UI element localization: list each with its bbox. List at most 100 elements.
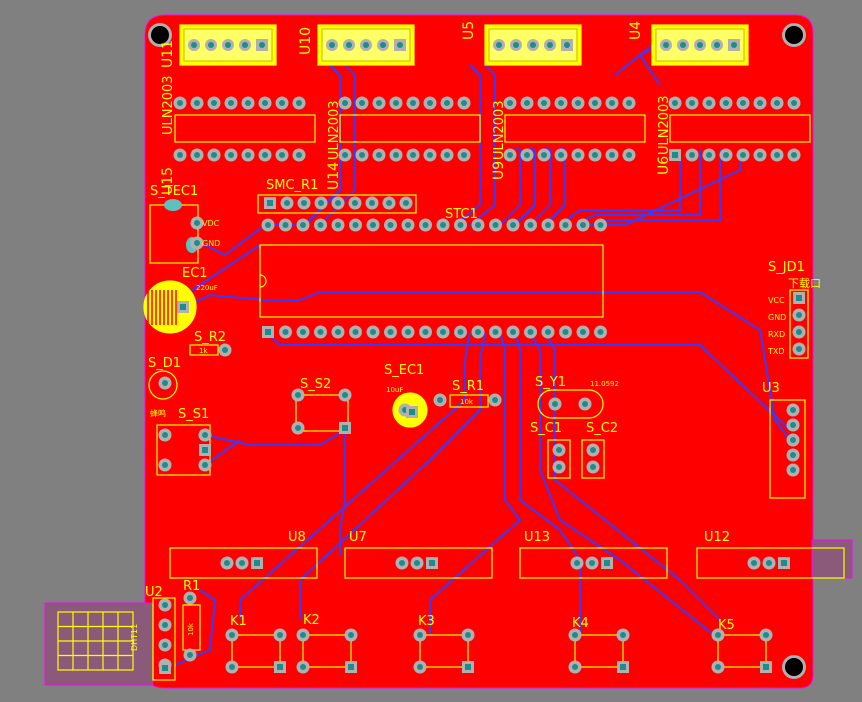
uln-d-pin-bottom-hole [723, 152, 729, 158]
stc1-pin-top-hole [422, 222, 429, 228]
smc-r1-pin-hole [352, 200, 358, 206]
smc-r1-pin-hole [318, 200, 324, 206]
u7-pin-hole [399, 560, 405, 566]
s-c1-pin-2-hole [556, 464, 562, 470]
uln-d-pin-bottom-hole [740, 152, 746, 158]
label-r1_val: 10k [187, 622, 195, 636]
uln-a-pin-top-hole [296, 100, 302, 106]
k2-pin-hole [300, 632, 306, 638]
label-u8: U8 [288, 530, 306, 545]
uln-a-pin-top-hole [245, 100, 251, 106]
s-d1-pin-hole [162, 380, 168, 386]
u4-pin-hole [663, 42, 669, 48]
k1-pin-hole [277, 664, 283, 670]
trace-8 [559, 150, 681, 226]
u3-pin-hole [790, 422, 796, 428]
uln-c-pin-top-hole [541, 100, 547, 106]
label-u4: U4 [628, 21, 644, 40]
r1-pin-hole [187, 595, 193, 601]
uln-b-pin-bottom-hole [410, 152, 416, 158]
u5-pin-hole [547, 42, 553, 48]
label-uln_b: ULN2003 [327, 100, 342, 160]
trace-25 [204, 429, 346, 446]
k4-pin-hole [572, 632, 578, 638]
u11-pin-hole [191, 42, 197, 48]
u11-pin-hole [225, 42, 231, 48]
stc1-pin-top-hole [405, 222, 411, 228]
uln-a-pin-bottom-hole [194, 152, 200, 158]
uln-c-pin-bottom-hole [626, 152, 632, 158]
k5-pin-hole [763, 632, 769, 638]
uln-b-pin-top-hole [393, 100, 399, 106]
s-tec1-pin-4-hole [194, 240, 200, 246]
stc1-pin-top-hole [317, 222, 324, 228]
u11-pin-hole [259, 42, 265, 48]
k1-pin-hole [277, 632, 283, 638]
s-c2-pin-hole [590, 447, 596, 453]
s-jd1-pin-hole [796, 329, 802, 335]
stc1-notch [259, 274, 267, 288]
stc1-pin-top-hole [387, 222, 394, 228]
label-k1: K1 [230, 614, 247, 629]
stc1-pin-bottom-hole [492, 329, 499, 335]
uln-b-pin-top-hole [342, 100, 348, 106]
label-k4: K4 [572, 616, 589, 631]
u3-pin-hole [790, 467, 796, 473]
u2-pin-hole [162, 642, 168, 648]
uln-d-pin-top-hole [689, 100, 695, 106]
s-c2-pin-2-hole [590, 464, 596, 470]
uln-c-pin-top-hole [507, 100, 513, 106]
s-jd1-outline [789, 289, 809, 359]
uln-d-pin-bottom-hole [706, 152, 712, 158]
uln-a-pin-top-hole [279, 100, 285, 106]
u11-pin-hole [242, 42, 248, 48]
uln-a-pin-bottom-hole [245, 152, 251, 158]
s-c1-pin-hole [556, 447, 562, 453]
stc1-pin-top-hole [510, 222, 516, 228]
s-y1-pin-1-hole [552, 401, 558, 407]
u5-pin-hole [496, 42, 502, 48]
label-s_s2: S_S2 [300, 377, 331, 392]
stc1-pin-bottom-hole [422, 329, 429, 335]
uln-d-pin-bottom-hole [774, 152, 780, 158]
uln-b-outline [339, 114, 481, 143]
pcb-board [144, 14, 814, 689]
s-jd1-pin-hole [796, 312, 802, 318]
trace-23 [544, 332, 721, 621]
k5-pin-hole [763, 664, 769, 670]
stc1-pin-bottom-hole [440, 329, 446, 335]
label-uln_a: ULN2003 [161, 75, 176, 135]
stc1-pin-bottom-hole [405, 329, 411, 335]
u12-outline [696, 547, 845, 579]
uln-d-outline [669, 114, 811, 143]
stc1-pin-top-hole [300, 222, 306, 228]
stc1-pin-bottom-hole [352, 329, 359, 335]
uln-a-pin-bottom-hole [279, 152, 285, 158]
uln-c-pin-bottom-hole [609, 152, 615, 158]
u4-pin-hole [731, 42, 737, 48]
label-stc1: STC1 [445, 207, 478, 222]
s-y1-pin-2-hole [582, 401, 588, 407]
u2-pin-sq-hole [162, 665, 168, 671]
uln-a-pin-top-hole [194, 100, 200, 106]
uln-b-pin-top-hole [427, 100, 433, 106]
uln-d-pin-top-hole [791, 100, 797, 106]
smc-r1-pin-hole [284, 200, 290, 206]
stc1-pin-bottom-hole [317, 329, 324, 335]
r1-pin-2-hole [187, 652, 193, 658]
s-r1-pin-2-hole [492, 397, 498, 403]
uln-a-pin-bottom-hole [228, 152, 234, 158]
u5-pin-hole [530, 42, 536, 48]
uln-c-pin-bottom-hole [507, 152, 513, 158]
stc1-pin-bottom-hole [265, 329, 271, 335]
k3-outline [419, 634, 469, 668]
u4-pin-hole [680, 42, 686, 48]
stc1-pin-top-hole [282, 222, 289, 228]
label-s_r2: S_R2 [194, 330, 226, 345]
u3-outline [769, 399, 806, 499]
stc1-pin-bottom-hole [545, 329, 551, 335]
mounting-holes [148, 23, 806, 679]
smc-r1-pin-hole [369, 200, 375, 206]
u3-pin-hole [790, 407, 796, 413]
